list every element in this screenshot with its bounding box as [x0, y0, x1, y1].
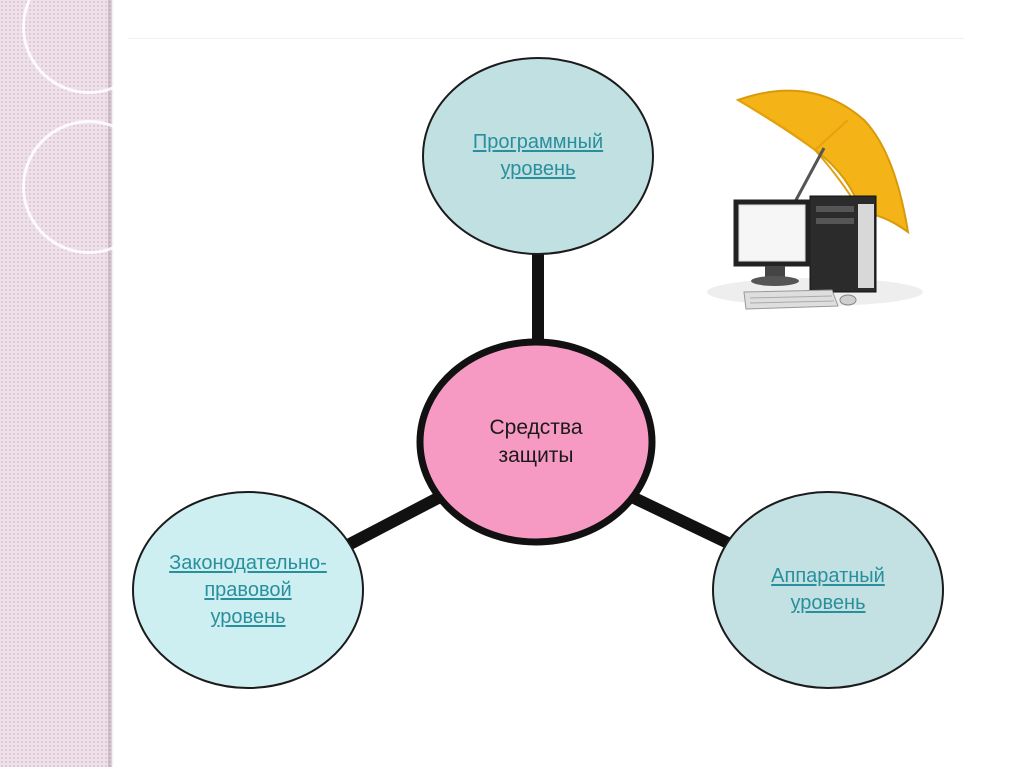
- node-hardware-line2[interactable]: уровень: [790, 592, 866, 614]
- center-node-circle: [416, 338, 656, 546]
- node-legal-circle: [132, 491, 364, 689]
- node-software-line2[interactable]: уровень: [500, 158, 576, 180]
- node-hardware-line1[interactable]: Аппаратный: [771, 565, 885, 587]
- node-software[interactable]: Программный уровень: [438, 106, 638, 206]
- connector-hardware: [629, 491, 733, 550]
- center-node-line2: защиты: [498, 444, 574, 467]
- computer-under-umbrella-icon: [707, 89, 923, 310]
- center-node: Средства защиты: [436, 394, 636, 490]
- node-hardware-circle: [712, 491, 944, 689]
- connector-legal: [345, 492, 441, 551]
- node-software-line1[interactable]: Программный: [472, 131, 604, 153]
- node-software-circle: [422, 57, 654, 255]
- node-legal-line2[interactable]: правовой: [204, 578, 292, 601]
- node-legal[interactable]: Законодательно- правовой уровень: [143, 535, 353, 645]
- center-node-line1: Средства: [489, 416, 583, 439]
- sidebar-shadow: [108, 0, 114, 767]
- node-legal-line3[interactable]: уровень: [210, 605, 286, 628]
- node-hardware[interactable]: Аппаратный уровень: [728, 550, 928, 630]
- node-legal-line1[interactable]: Законодательно-: [169, 551, 327, 574]
